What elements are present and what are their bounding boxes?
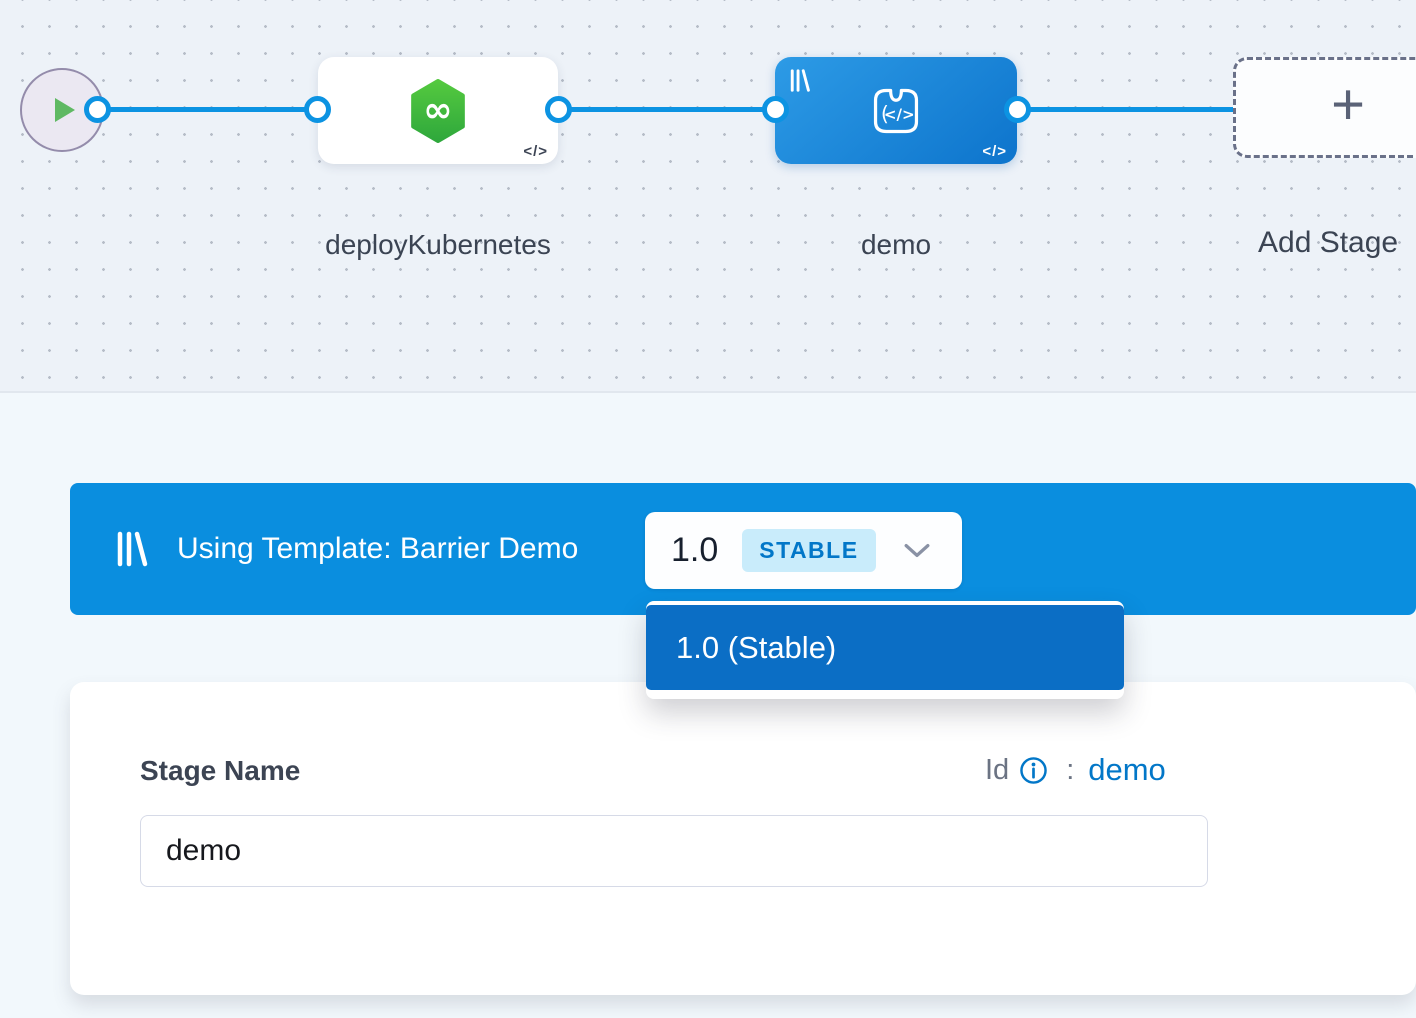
code-view-icon: </> <box>982 143 1007 160</box>
id-label: Id <box>985 753 1010 786</box>
stable-badge: STABLE <box>742 529 876 572</box>
pipeline-connector-line <box>97 107 1233 112</box>
plus-icon: + <box>1331 71 1365 137</box>
connector-port <box>84 96 111 123</box>
version-dropdown-menu: 1.0 (Stable) <box>646 601 1124 699</box>
pipeline-canvas: ∞ </> ( </> </> + deployKubernetes demo … <box>0 0 1416 393</box>
connector-port <box>304 96 331 123</box>
version-dropdown-item[interactable]: 1.0 (Stable) <box>646 605 1124 690</box>
template-version-selector[interactable]: 1.0 STABLE <box>645 512 962 589</box>
stage-name-input[interactable] <box>140 815 1208 887</box>
deploy-stage-icon: ∞ <box>411 78 465 143</box>
stage-name-label: Stage Name <box>140 755 301 786</box>
connector-port <box>1004 96 1031 123</box>
template-version-number: 1.0 <box>671 531 719 569</box>
stage-node-deploykubernetes[interactable]: ∞ </> <box>318 57 558 164</box>
stage-overview-card: Stage Name Id : demo <box>70 682 1416 995</box>
using-template-text: Using Template: Barrier Demo <box>177 532 579 565</box>
add-stage-label: Add Stage <box>1258 226 1399 259</box>
chevron-down-icon <box>904 544 930 557</box>
svg-text:∞: ∞ <box>423 89 452 130</box>
custom-stage-icon: ( </> <box>873 88 919 133</box>
svg-text:(: ( <box>881 101 889 125</box>
template-library-icon <box>117 531 148 567</box>
code-view-icon: </> <box>523 143 548 160</box>
template-banner: Using Template: Barrier Demo 1.0 STABLE <box>70 483 1416 615</box>
stage-node-demo[interactable]: ( </> </> <box>775 57 1017 164</box>
connector-port <box>762 96 789 123</box>
connector-port <box>545 96 572 123</box>
svg-text:</>: </> <box>884 105 915 123</box>
stage-id-value: demo <box>1088 752 1166 787</box>
info-icon[interactable] <box>1019 756 1048 785</box>
stage-label-demo: demo <box>860 229 932 260</box>
template-library-icon <box>790 69 810 92</box>
stage-id-row: Id : demo <box>985 752 1166 788</box>
add-stage-button[interactable]: + <box>1233 57 1416 158</box>
id-colon: : <box>1066 753 1075 786</box>
play-icon <box>55 98 75 122</box>
stage-label-deploykubernetes: deployKubernetes <box>325 229 551 260</box>
